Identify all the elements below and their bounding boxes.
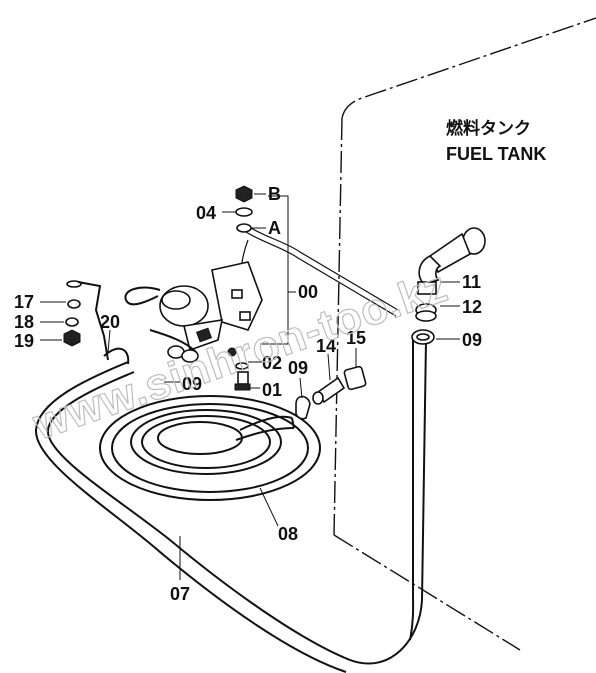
label-09-upper: 09 xyxy=(462,330,482,350)
label-20: 20 xyxy=(100,312,120,332)
label-01: 01 xyxy=(262,380,282,400)
bolt-01 xyxy=(227,347,251,391)
fuel-hose-coil-08 xyxy=(99,395,321,501)
label-19: 19 xyxy=(14,331,34,351)
label-11: 11 xyxy=(462,272,481,292)
label-14: 14 xyxy=(316,336,336,356)
nut-washer-stack xyxy=(235,185,253,233)
sleeve-15 xyxy=(343,365,367,391)
label-18: 18 xyxy=(14,312,34,332)
tank-label-english: FUEL TANK xyxy=(446,144,546,164)
label-07: 07 xyxy=(170,584,190,604)
label-09-mid: 09 xyxy=(288,358,308,378)
label-12: 12 xyxy=(462,297,482,317)
label-02: 02 xyxy=(262,353,282,373)
hose-clamp-09-mid xyxy=(295,395,311,420)
label-04: 04 xyxy=(196,203,216,223)
label-08: 08 xyxy=(278,524,298,544)
leader-lines xyxy=(40,193,460,580)
label-ref-b: B xyxy=(268,184,281,204)
fuel-hose-07 xyxy=(34,339,427,673)
label-15: 15 xyxy=(346,328,366,348)
label-17: 17 xyxy=(14,292,34,312)
label-ref-a: A xyxy=(268,218,281,238)
label-09-left: 09 xyxy=(182,374,202,394)
bracket-00 xyxy=(260,195,289,345)
fuel-pump-assembly xyxy=(124,261,263,363)
tank-pickup-fitting xyxy=(411,227,486,345)
tank-label-japanese: 燃料タンク xyxy=(446,118,531,139)
small-parts-17-20 xyxy=(63,280,130,365)
fuel-tank-outline xyxy=(333,17,596,651)
label-00: 00 xyxy=(298,282,318,302)
